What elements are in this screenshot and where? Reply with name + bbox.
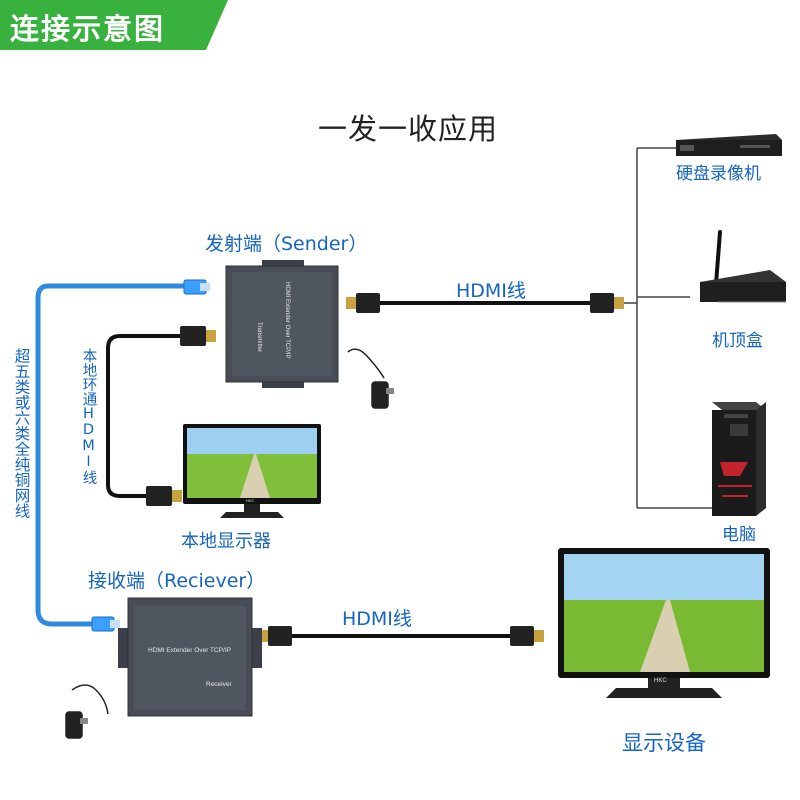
sender-model-text: HDMI Extender Over TCP/IP xyxy=(284,282,290,359)
network-cable xyxy=(35,283,191,627)
sender-role-text: Transmitter xyxy=(256,322,262,352)
header-banner xyxy=(0,0,228,50)
set-top-box xyxy=(700,230,786,303)
sender-label: 发射端（Sender） xyxy=(205,233,368,255)
hdmi-cable-top xyxy=(346,293,624,313)
local-loop-cable-label: 本地环通HDMI线 xyxy=(80,348,97,485)
source-bus-lines xyxy=(620,147,712,509)
source-label-pc: 电脑 xyxy=(722,525,756,545)
local-monitor: HKC xyxy=(183,424,321,518)
source-label-dvr: 硬盘录像机 xyxy=(676,164,761,184)
sender-device: HDMI Extender Over TCP/IP Transmitter xyxy=(225,260,339,388)
receiver-role-text: Receiver xyxy=(206,681,232,688)
display-device-label: 显示设备 xyxy=(622,731,706,755)
diagram-title: 一发一收应用 xyxy=(318,112,499,146)
receiver-device: HDMI Extender Over TCP/IP Receiver xyxy=(118,597,262,717)
network-cable-label: 超五类或六类全纯铜网线 xyxy=(12,348,31,519)
hdmi-cable-bottom xyxy=(258,626,544,646)
pc-tower xyxy=(712,402,766,516)
hdmi-cable-bottom-label: HDMI线 xyxy=(342,608,412,630)
banner-title: 连接示意图 xyxy=(10,12,166,46)
sender-power-adapter xyxy=(347,348,394,409)
receiver-power-adapter xyxy=(65,684,109,739)
dvr-device xyxy=(676,134,782,156)
local-display-label: 本地显示器 xyxy=(181,531,271,552)
rj45-connector-bottom xyxy=(91,616,120,632)
source-label-set-top-box: 机顶盒 xyxy=(712,331,763,351)
display-monitor-brand: HKC xyxy=(654,678,667,684)
rj45-connector-top xyxy=(183,279,210,295)
local-monitor-brand: HKC xyxy=(246,498,255,503)
receiver-label: 接收端（Recieve​r） xyxy=(88,570,266,592)
hdmi-plug-loop-top xyxy=(180,326,216,346)
hdmi-cable-top-label: HDMI线 xyxy=(456,280,526,302)
receiver-model-text: HDMI Extender Over TCP/IP xyxy=(148,647,231,654)
hdmi-plug-loop-bottom xyxy=(146,486,182,506)
local-loop-hdmi-cable xyxy=(106,334,184,498)
display-monitor: HKC xyxy=(558,548,770,698)
